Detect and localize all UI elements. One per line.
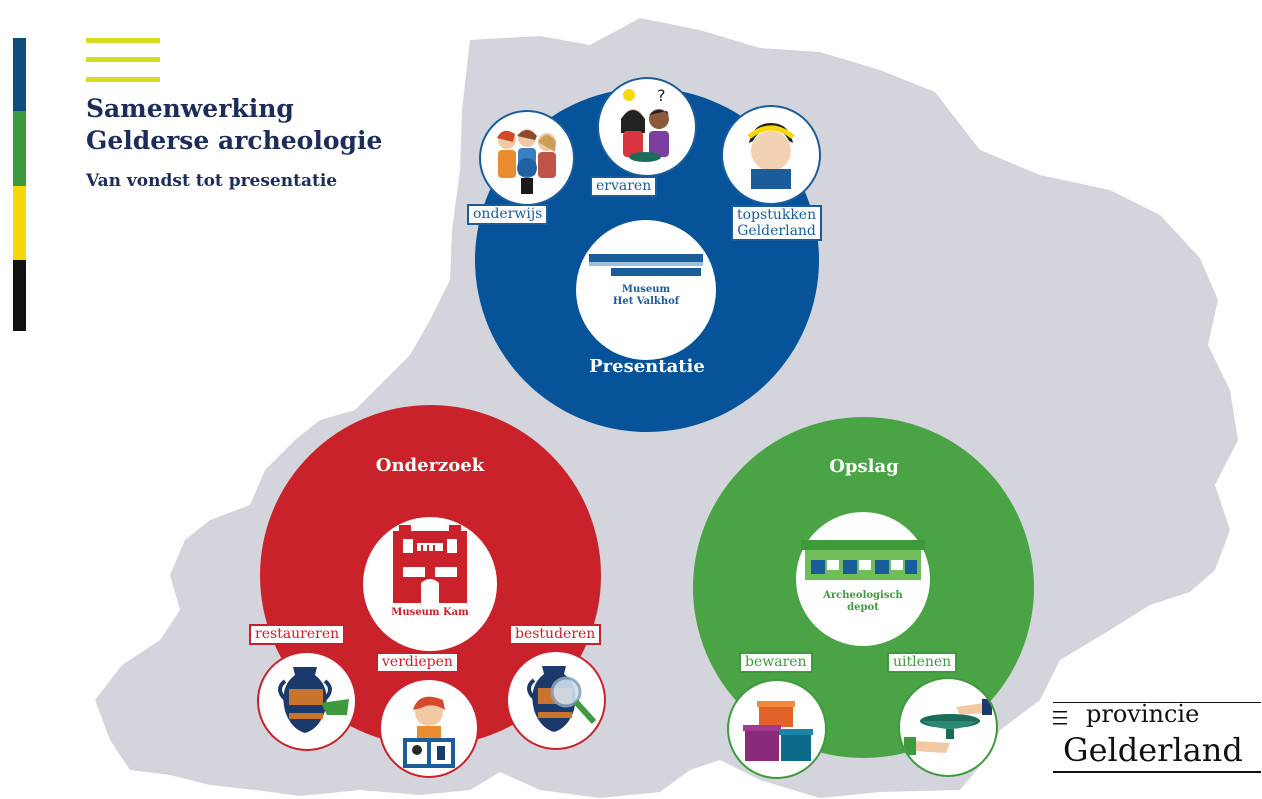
logo-provincie: provincie bbox=[1086, 700, 1200, 728]
svg-text:?: ? bbox=[657, 86, 666, 105]
tag-bewaren: bewaren bbox=[739, 652, 813, 673]
verdiepen-circle bbox=[379, 678, 479, 778]
museum-valkhof-circle: Museum Het Valkhof bbox=[576, 220, 716, 360]
amphora-restore-icon bbox=[278, 667, 349, 733]
color-bar-blue bbox=[13, 38, 26, 111]
tag-topstukken-line2: Gelderland bbox=[737, 223, 816, 239]
presentatie-title: Presentatie bbox=[589, 356, 705, 377]
bestuderen-circle bbox=[506, 650, 606, 750]
tag-ervaren: ervaren bbox=[590, 176, 658, 197]
museum-valkhof-label-1: Museum bbox=[621, 284, 671, 295]
uitlenen-circle bbox=[898, 677, 998, 777]
storage-boxes-icon bbox=[743, 701, 813, 761]
restaureren-circle bbox=[257, 651, 357, 751]
museum-kam-building-icon bbox=[393, 525, 467, 603]
handing-bowl-icon bbox=[904, 699, 992, 755]
tag-uitlenen: uitlenen bbox=[887, 652, 958, 673]
page-title-line1: Samenwerking bbox=[86, 94, 294, 123]
color-bar-yellow bbox=[13, 186, 26, 260]
depot-label-1: Archeologisch bbox=[823, 590, 903, 601]
page-subtitle: Van vondst tot presentatie bbox=[86, 171, 338, 191]
tag-onderwijs: onderwijs bbox=[467, 204, 549, 225]
onderzoek-title: Onderzoek bbox=[375, 455, 485, 476]
tag-topstukken-line1: topstukken bbox=[737, 207, 817, 223]
logo-bottom-rule bbox=[1053, 771, 1261, 773]
color-bar-black bbox=[13, 260, 26, 331]
bewaren-circle bbox=[727, 679, 827, 779]
logo-lines-icon bbox=[1053, 711, 1067, 725]
museum-building-icon bbox=[589, 254, 703, 276]
tag-restaureren: restaureren bbox=[249, 624, 346, 645]
tag-verdiepen: verdiepen bbox=[376, 652, 459, 673]
tag-bestuderen: bestuderen bbox=[509, 624, 602, 645]
archeologisch-depot-circle: Archeologisch depot bbox=[796, 512, 930, 646]
tag-topstukken: topstukken Gelderland bbox=[731, 205, 823, 241]
accent-line bbox=[86, 38, 160, 43]
roman-head-icon bbox=[747, 123, 795, 189]
onderwijs-circle bbox=[479, 110, 575, 206]
depot-building-icon bbox=[801, 540, 925, 580]
logo-gelderland: Gelderland bbox=[1063, 731, 1243, 769]
ervaren-circle: ? bbox=[597, 77, 697, 177]
amphora-magnifier-icon bbox=[527, 666, 597, 732]
people-discovery-icon: ? bbox=[621, 86, 669, 162]
color-bar-green bbox=[13, 111, 26, 186]
museum-valkhof-label-2: Het Valkhof bbox=[612, 296, 680, 307]
page-title-line2: Gelderse archeologie bbox=[86, 126, 383, 155]
reading-book-icon bbox=[403, 696, 455, 768]
students-icon bbox=[497, 129, 556, 194]
museum-kam-label: Museum Kam bbox=[391, 607, 469, 618]
accent-line bbox=[86, 77, 160, 82]
accent-line bbox=[86, 57, 160, 62]
depot-label-2: depot bbox=[847, 602, 879, 613]
logo-top-rule bbox=[1053, 702, 1261, 703]
museum-kam-circle: Museum Kam bbox=[363, 517, 497, 651]
topstukken-circle bbox=[721, 105, 821, 205]
opslag-title: Opslag bbox=[829, 456, 899, 477]
